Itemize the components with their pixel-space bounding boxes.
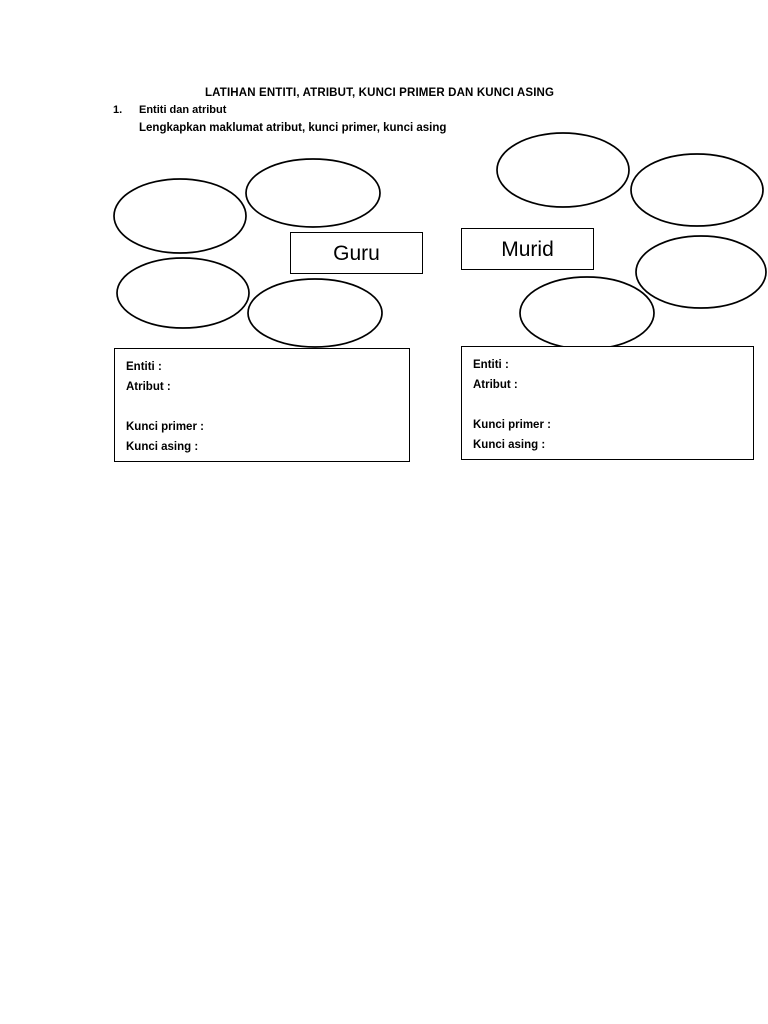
item-heading: Entiti dan atribut — [139, 104, 227, 116]
detail-label-kunci-asing: Kunci asing : — [473, 439, 546, 451]
page-title: LATIHAN ENTITI, ATRIBUT, KUNCI PRIMER DA… — [205, 87, 555, 99]
guru-attribute-ellipse-4 — [247, 278, 383, 348]
detail-box-murid[interactable]: Entiti : Atribut : Kunci primer : Kunci … — [461, 346, 754, 460]
guru-attribute-ellipse-2 — [245, 158, 381, 228]
entity-box-guru[interactable]: Guru — [290, 232, 423, 274]
item-instruction: Lengkapkan maklumat atribut, kunci prime… — [139, 122, 447, 134]
entity-box-murid[interactable]: Murid — [461, 228, 594, 270]
detail-label-entiti: Entiti : — [473, 359, 509, 371]
detail-label-kunci-primer: Kunci primer : — [126, 421, 204, 433]
murid-attribute-ellipse-4 — [519, 276, 655, 350]
murid-attribute-ellipse-2 — [630, 153, 764, 227]
detail-box-guru[interactable]: Entiti : Atribut : Kunci primer : Kunci … — [114, 348, 410, 462]
detail-label-atribut: Atribut : — [473, 379, 518, 391]
detail-label-kunci-primer: Kunci primer : — [473, 419, 551, 431]
detail-label-atribut: Atribut : — [126, 381, 171, 393]
item-number: 1. — [113, 104, 123, 116]
murid-attribute-ellipse-1 — [496, 132, 630, 208]
guru-attribute-ellipse-3 — [116, 257, 250, 329]
murid-attribute-ellipse-3 — [635, 235, 767, 309]
detail-label-entiti: Entiti : — [126, 361, 162, 373]
guru-attribute-ellipse-1 — [113, 178, 247, 254]
detail-label-kunci-asing: Kunci asing : — [126, 441, 199, 453]
